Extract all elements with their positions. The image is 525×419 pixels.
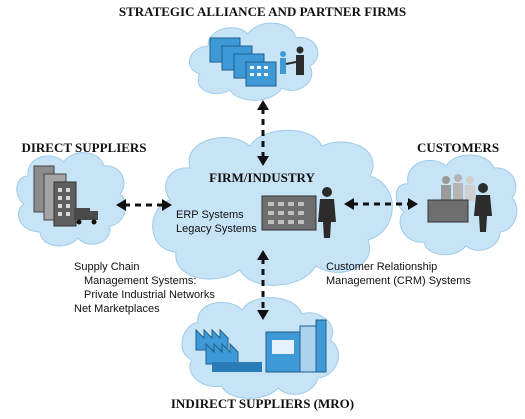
heading-center: FIRM/INDUSTRY (209, 170, 315, 185)
firm-factory-person-icon (261, 187, 336, 238)
left-label-line2: Management Systems: (84, 275, 197, 287)
center-label-legacy: Legacy Systems (176, 223, 257, 235)
heading-bottom: INDIRECT SUPPLIERS (MRO) (171, 396, 354, 411)
partner-screens-icon (209, 37, 304, 87)
arrow-center-to-bottom (257, 250, 269, 320)
mro-factory-and-boxes-icon (195, 319, 327, 373)
arrow-center-to-left (116, 199, 172, 211)
left-label-line1: Supply Chain (74, 261, 139, 273)
heading-top: STRATEGIC ALLIANCE AND PARTNER FIRMS (119, 4, 406, 19)
bottom-cloud (181, 297, 339, 399)
arrow-center-to-right (344, 198, 418, 210)
supplier-buildings-truck-icon (33, 165, 98, 227)
left-label-line3: Private Industrial Networks (84, 289, 215, 301)
arrow-center-to-top (257, 100, 269, 166)
right-label-line1: Customer Relationship (326, 261, 437, 273)
heading-left: DIRECT SUPPLIERS (21, 140, 146, 155)
left-label-line4: Net Marketplaces (74, 303, 160, 315)
customers-counter-icon (427, 174, 492, 232)
center-label-erp: ERP Systems (176, 209, 244, 221)
heading-right: CUSTOMERS (417, 140, 499, 155)
right-label-line2: Management (CRM) Systems (326, 275, 471, 287)
